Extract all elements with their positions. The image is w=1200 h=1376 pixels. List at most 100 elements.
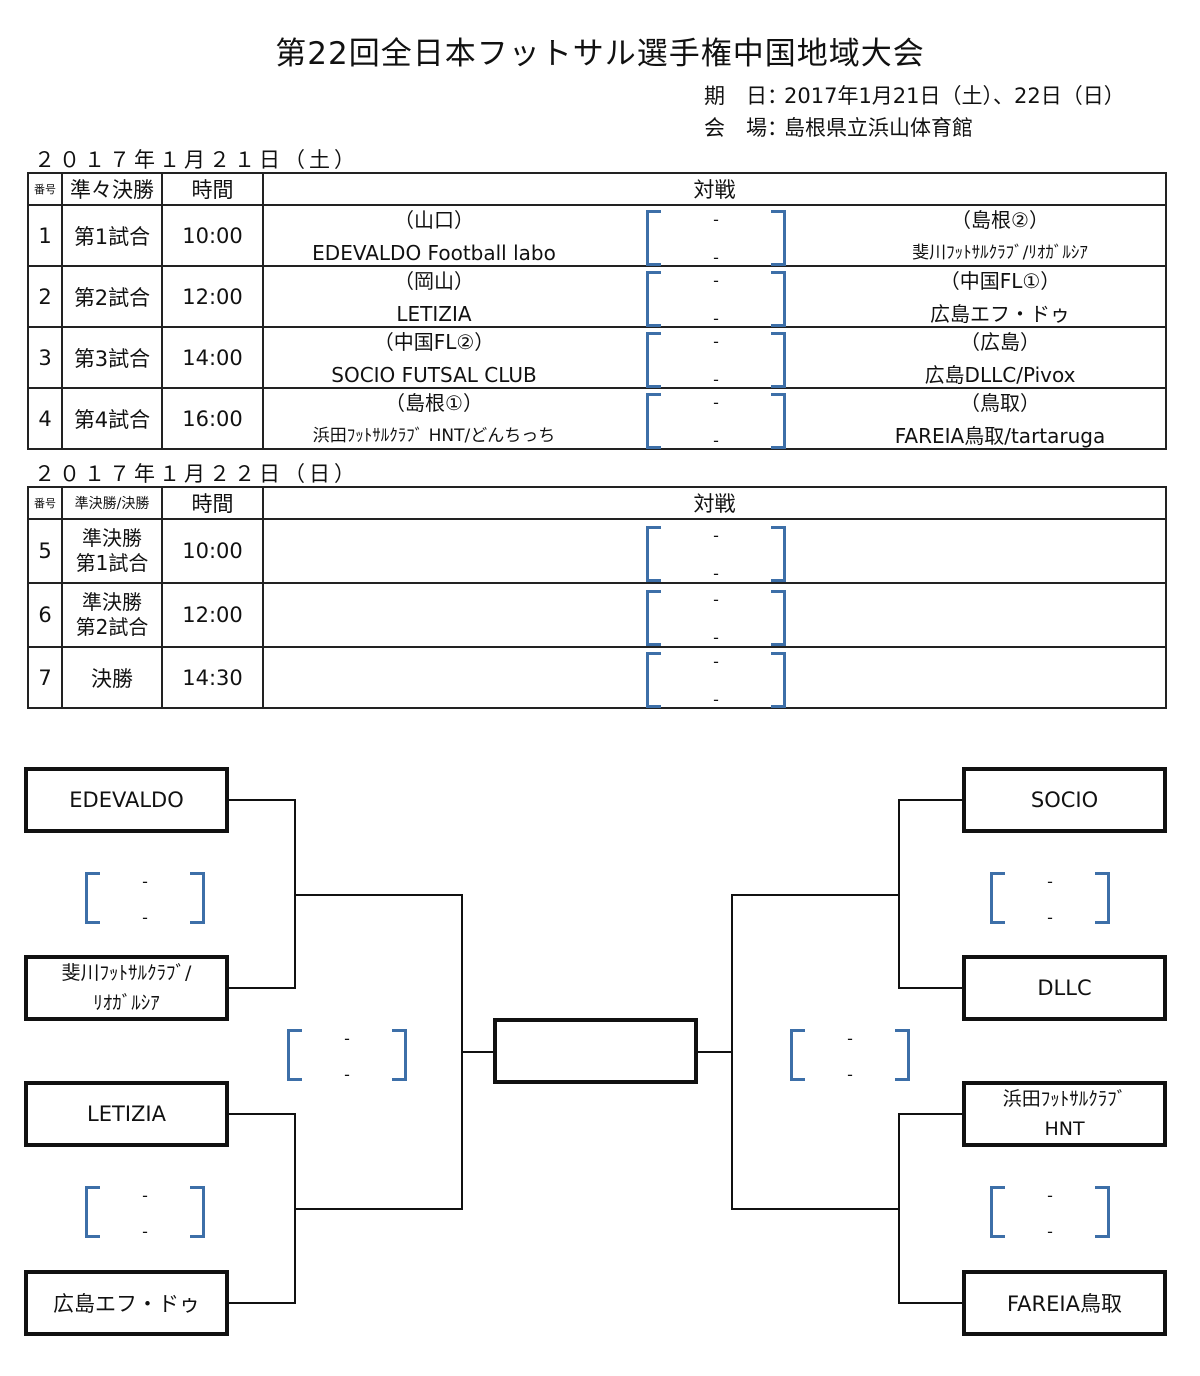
bracket-score: -- xyxy=(990,1186,1110,1241)
away-team: （中国FL①）広島エフ・ドゥ xyxy=(835,267,1165,327)
bracket-line xyxy=(898,987,962,989)
left-bracket-icon xyxy=(646,332,661,388)
match-round: 準決勝第2試合 xyxy=(61,582,163,648)
right-bracket-icon xyxy=(771,210,786,266)
right-bracket-icon xyxy=(392,1029,407,1081)
left-bracket-icon xyxy=(85,872,100,924)
right-bracket-icon xyxy=(771,271,786,327)
left-bracket-icon xyxy=(646,210,661,266)
header-time: 時間 xyxy=(161,172,264,206)
away-region: （島根②） xyxy=(951,208,1049,232)
score-home: - xyxy=(1047,872,1053,891)
right-bracket-icon xyxy=(190,872,205,924)
score-home: - xyxy=(344,1029,350,1048)
header-round: 準々決勝 xyxy=(61,172,163,206)
header-match: 対戦 xyxy=(262,486,1167,520)
score-home: - xyxy=(142,1186,148,1205)
score-box: -- xyxy=(646,393,786,449)
score-away: - xyxy=(1047,1222,1053,1241)
bracket-line xyxy=(229,1302,295,1304)
score-away: - xyxy=(713,627,719,647)
bracket-line xyxy=(461,1051,493,1053)
score-away: - xyxy=(142,908,148,927)
score-home: - xyxy=(713,589,719,609)
score-away: - xyxy=(713,370,719,389)
away-team-name: 広島エフ・ドゥ xyxy=(930,302,1070,326)
bracket-score: -- xyxy=(990,872,1110,926)
matchup: （山口）EDEVALDO Football labo -- （島根②）斐川ﾌｯﾄ… xyxy=(262,204,1167,267)
match-no: 1 xyxy=(27,204,63,267)
home-team-name: EDEVALDO Football labo xyxy=(312,241,556,265)
match-time: 14:30 xyxy=(161,646,264,709)
score-box: -- xyxy=(646,652,786,708)
home-team: （中国FL②）SOCIO FUTSAL CLUB xyxy=(264,328,604,388)
away-region: （広島） xyxy=(960,330,1040,354)
page-title: 第22回全日本フットサル選手権中国地域大会 xyxy=(275,36,925,72)
score-home: - xyxy=(713,525,719,545)
home-region: （山口） xyxy=(394,208,474,232)
score-home: - xyxy=(1047,1186,1053,1205)
bracket-line xyxy=(898,799,962,801)
team-name: FAREIA鳥取 xyxy=(1007,1292,1122,1316)
match-time: 16:00 xyxy=(161,387,264,450)
home-region: （中国FL②） xyxy=(373,330,495,354)
match-no: 3 xyxy=(27,326,63,389)
bracket-score: -- xyxy=(85,1186,205,1241)
match-time: 10:00 xyxy=(161,204,264,267)
away-team-name: 広島DLLC/Pivox xyxy=(924,363,1076,387)
score-box: -- xyxy=(646,525,786,582)
team-name: SOCIO xyxy=(1030,788,1099,812)
match-time: 12:00 xyxy=(161,582,264,648)
away-region: （鳥取） xyxy=(960,391,1040,415)
bracket-score: -- xyxy=(287,1029,407,1083)
left-bracket-icon xyxy=(646,589,661,646)
away-team: （広島） 広島DLLC/Pivox xyxy=(835,328,1165,388)
table-row: 4 第4試合 16:00 （島根①）浜田ﾌｯﾄｻﾙｸﾗﾌﾞ HNT/どんちっち … xyxy=(27,387,1167,450)
right-bracket-icon xyxy=(190,1186,205,1238)
bracket-line xyxy=(898,1302,962,1304)
match-no: 4 xyxy=(27,387,63,450)
match-no: 5 xyxy=(27,518,63,584)
away-team: （鳥取） FAREIA鳥取/tartaruga xyxy=(835,389,1165,449)
table-header-row: 番号 準決勝/決勝 時間 対戦 xyxy=(27,486,1167,520)
score-home: - xyxy=(713,652,719,671)
champion-box xyxy=(493,1018,698,1084)
left-bracket-icon xyxy=(646,525,661,582)
day1-schedule-table: 番号 準々決勝 時間 対戦 1 第1試合 10:00 （山口）EDEVALDO … xyxy=(27,172,1167,450)
right-bracket-icon xyxy=(771,525,786,582)
header-no: 番号 xyxy=(27,172,63,206)
home-team: （山口） EDEVALDO Football labo xyxy=(264,206,604,266)
team-name: DLLC xyxy=(1037,976,1092,1000)
left-bracket-icon xyxy=(990,872,1005,924)
right-bracket-icon xyxy=(771,589,786,646)
team-name: LETIZIA xyxy=(87,1102,166,1126)
score-away: - xyxy=(713,563,719,583)
right-bracket-icon xyxy=(1095,1186,1110,1238)
bracket-line xyxy=(294,894,462,896)
score-away: - xyxy=(142,1222,148,1241)
away-team-name: FAREIA鳥取/tartaruga xyxy=(894,424,1106,448)
bracket-line xyxy=(898,1113,962,1115)
match-time: 12:00 xyxy=(161,265,264,328)
bracket-score: -- xyxy=(790,1029,910,1083)
right-bracket-icon xyxy=(1095,872,1110,924)
left-bracket-icon xyxy=(790,1029,805,1081)
left-bracket-icon xyxy=(646,271,661,327)
venue-label: 会 場： xyxy=(704,116,788,140)
score-away: - xyxy=(713,248,719,267)
team-name: EDEVALDO xyxy=(69,788,184,812)
header-no: 番号 xyxy=(27,486,63,520)
matchup: （島根①）浜田ﾌｯﾄｻﾙｸﾗﾌﾞ HNT/どんちっち -- （鳥取）FAREIA… xyxy=(262,387,1167,450)
score-home: - xyxy=(142,872,148,891)
score-away: - xyxy=(713,431,719,450)
match-round: 第4試合 xyxy=(61,387,163,450)
home-region: （島根①） xyxy=(385,391,483,415)
round-line1: 準決勝 xyxy=(82,590,142,614)
match-no: 2 xyxy=(27,265,63,328)
match-round: 第2試合 xyxy=(61,265,163,328)
day2-date: ２０１７年１月２２日（日） xyxy=(34,462,359,486)
table-row: 2 第2試合 12:00 （岡山）LETIZIA -- （中国FL①）広島エフ・… xyxy=(27,265,1167,328)
table-header-row: 番号 準々決勝 時間 対戦 xyxy=(27,172,1167,206)
home-team: （岡山）LETIZIA xyxy=(264,267,604,327)
